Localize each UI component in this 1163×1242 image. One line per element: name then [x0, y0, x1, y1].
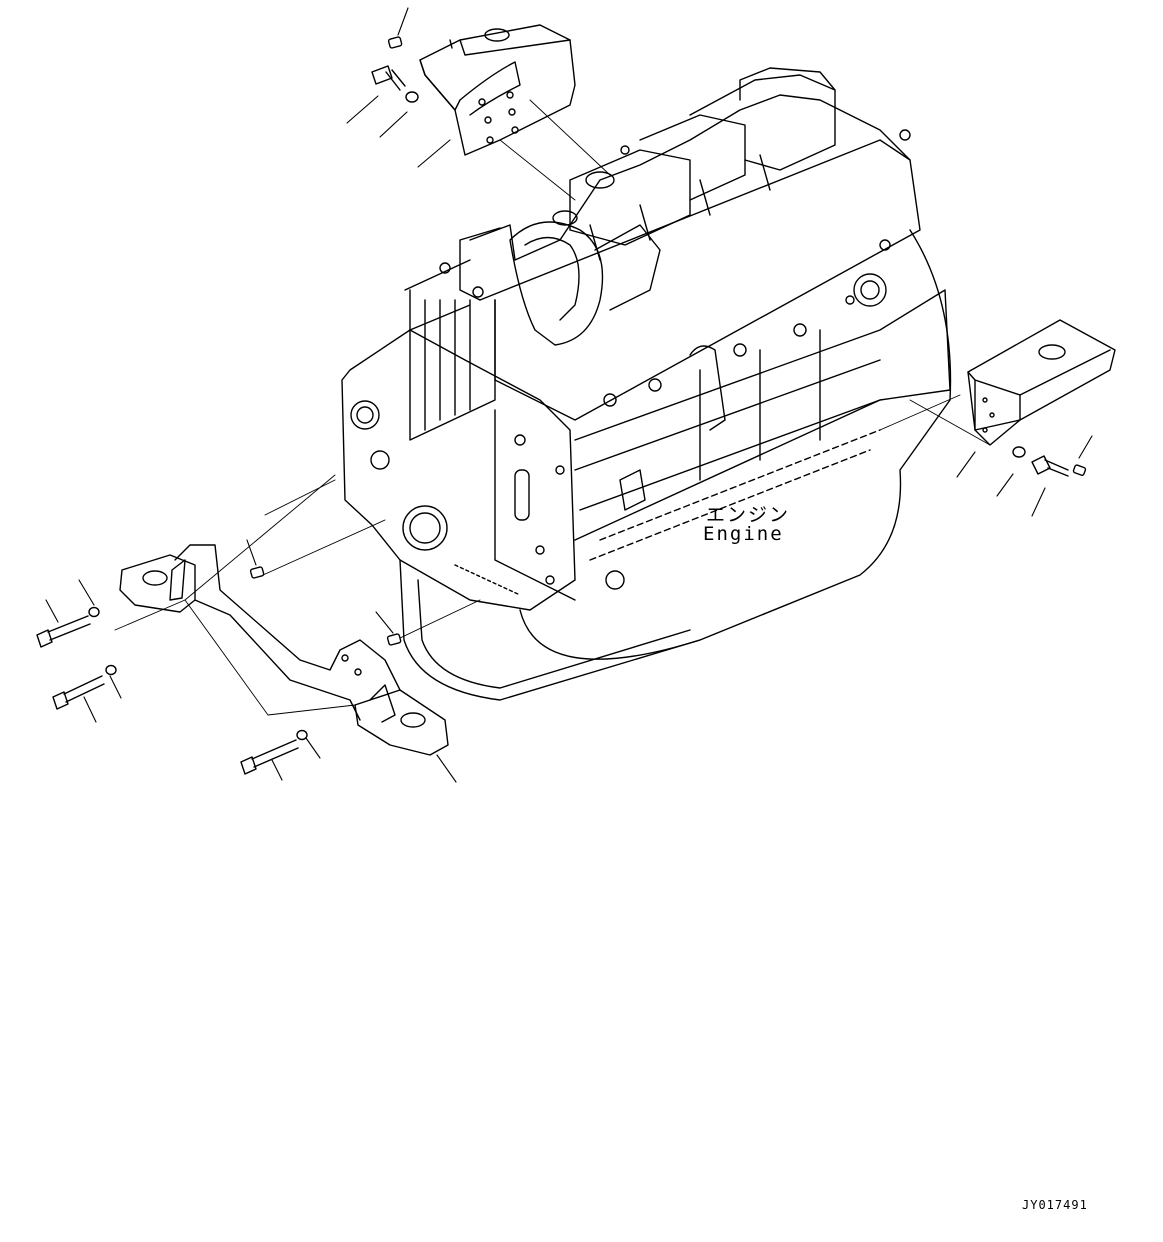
front-washer-2 — [105, 664, 117, 676]
top-washer — [405, 91, 419, 103]
front-bolt-2 — [52, 675, 105, 710]
front-dowel-pin-1 — [249, 566, 265, 579]
engine-label-japanese: エンジン — [706, 504, 791, 526]
front-dowel-pin-2 — [386, 633, 402, 646]
cylinder-head — [469, 94, 911, 261]
front-bolt-3 — [240, 739, 299, 775]
right-washer — [1012, 446, 1026, 458]
top-bolt — [371, 65, 406, 91]
drawing-number: JY017491 — [1022, 1198, 1088, 1212]
right-dowel-pin — [1072, 464, 1087, 476]
assembly-lines — [114, 99, 991, 716]
top-dowel-pin — [387, 36, 403, 49]
right-bracket — [967, 319, 1116, 446]
top-bracket — [419, 24, 576, 156]
engine-label-english: Engine — [703, 523, 784, 545]
valve-cover-3 — [689, 74, 836, 171]
right-bolt — [1031, 455, 1069, 477]
valve-cover-1 — [569, 149, 691, 246]
front-bracket — [119, 544, 449, 756]
front-washer-1 — [88, 606, 100, 618]
crank-pulley-hub — [402, 505, 448, 551]
leader-lines — [45, 7, 1093, 783]
manifold — [509, 221, 604, 346]
oil-pan — [399, 229, 952, 701]
valve-cover-2 — [639, 114, 746, 201]
engine-block — [341, 67, 952, 701]
front-cover — [341, 329, 576, 611]
front-bolt-1 — [36, 615, 91, 648]
front-washer-3 — [296, 729, 308, 741]
block-side — [574, 289, 951, 541]
